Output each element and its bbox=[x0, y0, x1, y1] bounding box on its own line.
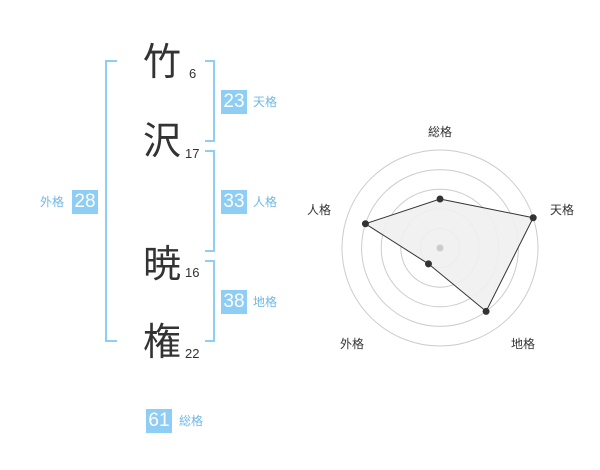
tenkaku-value-badge: 23 bbox=[221, 90, 247, 114]
radar-ring bbox=[341, 149, 539, 347]
tenkaku-label: 天格 bbox=[253, 95, 278, 109]
radar-label-jinkaku: 人格 bbox=[307, 203, 332, 217]
radar-data-polygon bbox=[364, 198, 534, 313]
radar-point-2 bbox=[529, 214, 537, 222]
radar-point-3 bbox=[482, 307, 490, 315]
stroke-count-2: 17 bbox=[185, 146, 200, 161]
stroke-count-4: 22 bbox=[185, 346, 200, 361]
tenkaku-bracket bbox=[205, 60, 215, 142]
radar-center-point bbox=[436, 244, 444, 252]
soukaku-value-badge: 61 bbox=[146, 409, 172, 433]
chikaku-bracket bbox=[205, 260, 215, 342]
radar-label-chikaku: 地格 bbox=[511, 337, 536, 351]
jinkaku-value-badge: 33 bbox=[221, 190, 247, 214]
kanji-2: 沢 bbox=[143, 119, 182, 163]
kanji-4: 権 bbox=[143, 320, 182, 364]
radar-label-soukaku: 総格 bbox=[428, 125, 453, 139]
stroke-count-1: 6 bbox=[189, 66, 197, 81]
chikaku-value-badge: 38 bbox=[221, 290, 247, 314]
gaikaku-label: 外格 bbox=[40, 195, 65, 209]
gaikaku-bracket bbox=[105, 60, 117, 342]
radar-point-5 bbox=[361, 220, 369, 228]
jinkaku-bracket bbox=[205, 150, 215, 252]
radar-data-points bbox=[361, 195, 537, 315]
chikaku-label: 地格 bbox=[253, 295, 278, 309]
gaikaku-value-badge: 28 bbox=[72, 190, 98, 214]
radar-label-gaikaku: 外格 bbox=[340, 337, 365, 351]
kanji-3: 暁 bbox=[143, 242, 182, 286]
radar-point-1 bbox=[436, 195, 444, 203]
soukaku-label: 総格 bbox=[179, 414, 204, 428]
radar-label-tenkaku: 天格 bbox=[550, 203, 575, 217]
radar-point-4 bbox=[424, 260, 432, 268]
stroke-count-3: 16 bbox=[185, 265, 200, 280]
jinkaku-label: 人格 bbox=[253, 195, 278, 209]
kanji-1: 竹 bbox=[143, 40, 182, 84]
